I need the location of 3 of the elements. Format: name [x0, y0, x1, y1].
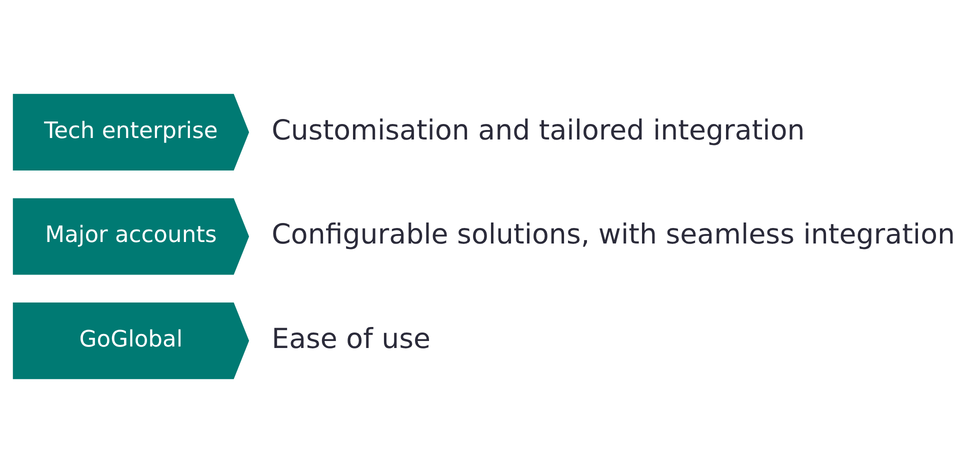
- node-label: Customisation and tailored integration: [272, 113, 805, 146]
- node-label: Configurable solutions, with seamless integration: [272, 218, 956, 251]
- node-label: Ease of use: [272, 322, 430, 355]
